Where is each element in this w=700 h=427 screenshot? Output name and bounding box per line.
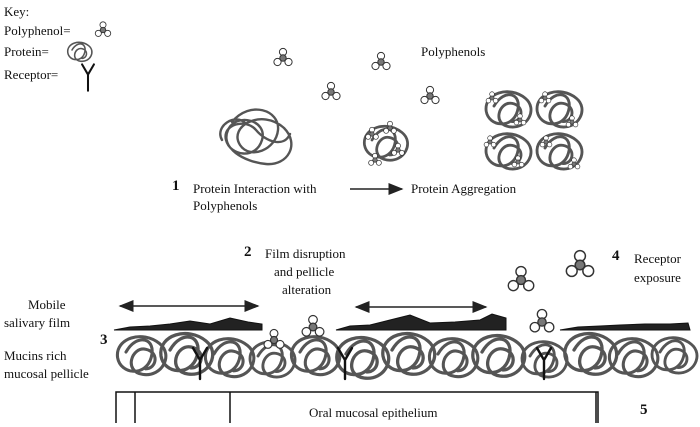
mobile-salivary-film-line2: salivary film: [4, 315, 71, 330]
mucins-line1: Mucins rich: [4, 348, 67, 363]
salivary-film: [113, 313, 691, 331]
protein-coil-icon: [219, 108, 293, 166]
free-polyphenol-icons: [273, 47, 440, 105]
step-1-number: 1: [172, 178, 180, 194]
polyphenols-label: Polyphenols: [421, 44, 486, 59]
step-1-text-line2: Polyphenols: [193, 198, 258, 213]
step-4-line2: exposure: [634, 270, 681, 285]
step-4-number: 4: [612, 248, 620, 264]
mobile-salivary-film-line1: Mobile: [28, 297, 66, 312]
step-2-number: 2: [244, 244, 252, 260]
key-polyphenol-icon: [94, 21, 112, 37]
protein-aggregation-label: Protein Aggregation: [411, 181, 517, 196]
step-3-number: 3: [100, 332, 108, 348]
mucins-line2: mucosal pellicle: [4, 366, 89, 381]
epithelium-outline: [115, 391, 599, 423]
key-protein-icon: [66, 41, 93, 63]
step-2-line3: alteration: [282, 282, 332, 297]
step-1-text-line1: Protein Interaction with: [193, 181, 317, 196]
step-5-number: 5: [640, 402, 648, 418]
protein-aggregate-icon: [483, 90, 584, 171]
step-2-line2: and pellicle: [274, 264, 335, 279]
key-polyphenol-label: Polyphenol=: [4, 23, 71, 38]
surface-polyphenol-icons: [263, 249, 595, 349]
protein-polyphenol-complex-icon: [362, 120, 409, 166]
key-receptor-icon: [81, 63, 95, 92]
step-2-line1: Film disruption: [265, 246, 346, 261]
key-protein-label: Protein=: [4, 44, 49, 59]
key-title: Key:: [4, 4, 30, 19]
mucin-pellicle: [115, 331, 699, 380]
step-4-line1: Receptor: [634, 251, 681, 266]
key-receptor-label: Receptor=: [4, 67, 59, 82]
oral-mucosal-epithelium-label: Oral mucosal epithelium: [309, 405, 438, 420]
